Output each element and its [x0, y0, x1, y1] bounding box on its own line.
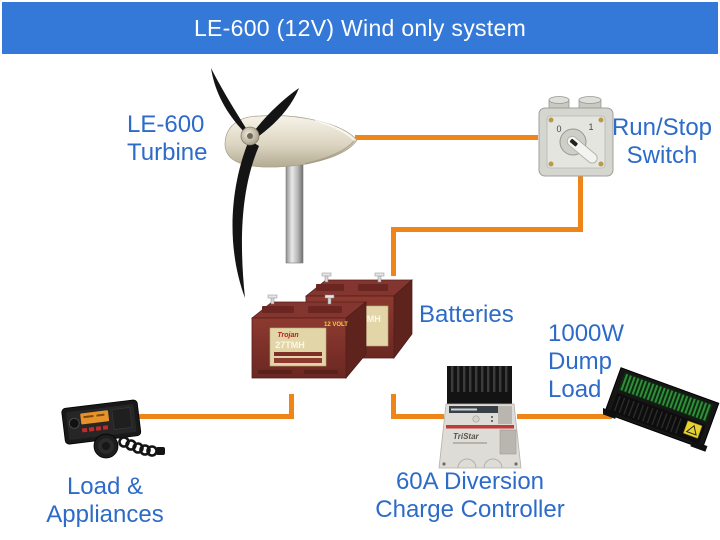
wind-turbine-image — [211, 68, 358, 298]
label-switch-line1: Run/Stop — [611, 114, 713, 141]
label-turbine: LE-600 Turbine — [127, 111, 207, 167]
turbine-mast — [285, 153, 304, 264]
label-dump-load-line1: 1000W — [548, 320, 625, 347]
wire-switch-down — [578, 176, 583, 232]
wire-battery-right-down — [391, 394, 396, 419]
wire-to-controller-horizontal — [391, 414, 444, 419]
label-controller-line2: Charge Controller — [375, 496, 565, 523]
turbine-blade-up-right — [255, 88, 299, 136]
label-dump-load-line2: Dump — [548, 348, 613, 375]
wire-battery-left-down — [289, 394, 294, 419]
battery-front: Trojan 27TMH 12 VOLT — [251, 294, 367, 379]
label-controller-line1: 60A Diversion — [395, 468, 545, 495]
charge-controller-image: TriStar — [438, 366, 522, 469]
label-load-line1: Load & — [66, 473, 144, 500]
label-batteries-line1: Batteries — [419, 301, 514, 328]
warning-label-icon — [683, 420, 703, 439]
wire-turbine-to-switch — [355, 135, 538, 140]
batteries-image: 27TMH Trojan 27TMH 12 VOLT — [251, 272, 413, 379]
label-switch-line2: Switch — [626, 142, 698, 169]
wire-controller-to-dumpload — [517, 414, 612, 419]
svg-text:Trojan: Trojan — [277, 332, 298, 339]
label-turbine-line2: Turbine — [127, 139, 208, 166]
title-bar: LE-600 (12V) Wind only system — [2, 2, 718, 54]
label-dump-load: 1000W Dump Load — [548, 320, 624, 404]
switch-marking-off: 0 — [556, 124, 561, 134]
wire-to-load-horizontal — [130, 414, 294, 419]
page-title: LE-600 (12V) Wind only system — [193, 14, 527, 41]
wire-to-battery-top — [391, 227, 396, 276]
label-dump-load-line3: Load — [548, 376, 602, 403]
turbine-blade-down — [232, 140, 259, 298]
svg-text:27TMH: 27TMH — [275, 340, 305, 350]
label-load-line2: Appliances — [46, 501, 164, 528]
switch-marking-on: 1 — [588, 122, 593, 132]
wire-switch-to-battery-horizontal — [391, 227, 583, 232]
label-load: Load & Appliances — [40, 473, 170, 529]
label-turbine-line1: LE-600 — [127, 111, 205, 138]
label-controller: 60A Diversion Charge Controller — [370, 468, 570, 524]
dump-load-image — [603, 367, 720, 452]
run-stop-switch-image: 0 1 — [538, 96, 614, 177]
controller-brand: TriStar — [453, 432, 480, 441]
battery-voltage-tag: 12 VOLT — [324, 322, 348, 328]
radio-body — [61, 399, 142, 445]
label-switch: Run/Stop Switch — [600, 114, 720, 170]
dump-load-coils — [618, 372, 714, 423]
radio-microphone — [93, 433, 119, 459]
load-appliances-image — [61, 399, 165, 459]
controller-heatsink — [447, 366, 512, 404]
radio-cord — [118, 436, 158, 457]
label-batteries: Batteries — [419, 301, 514, 329]
